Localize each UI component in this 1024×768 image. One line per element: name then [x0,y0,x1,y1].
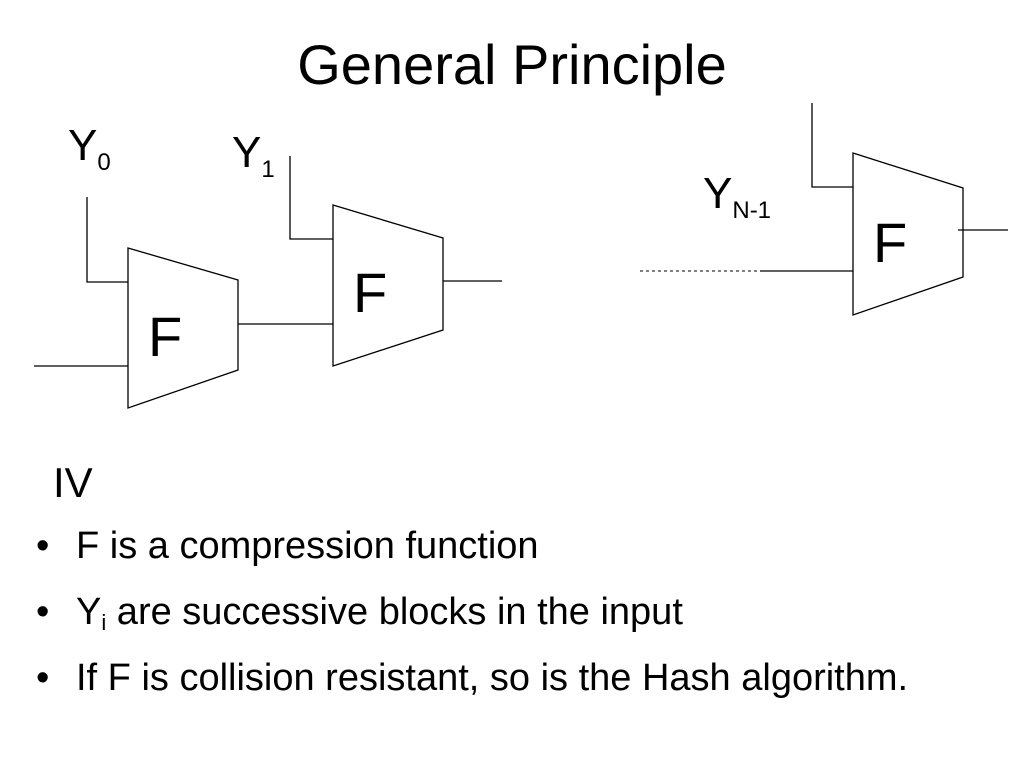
bullet-marker: • [36,525,50,567]
y0-label: Y0 [68,121,111,176]
bullet-text-prefix: Y [76,591,102,633]
bullet-marker: • [36,591,50,633]
bullet-list: • F is a compression function • Yi are s… [36,524,996,722]
compression-function-block-2 [332,204,444,367]
compression-function-block-1 [127,247,239,409]
block-2-label: F [353,261,387,324]
iv-label: IV [53,459,93,506]
bullet-marker: • [36,657,50,699]
block-1-label: F [148,305,182,368]
slide-title: General Principle [297,33,727,96]
yn-1-input-wire [811,103,853,188]
y1-input-wire [289,156,333,240]
bullet-text: F is a compression function [76,525,539,567]
bullet-text: are successive blocks in the input [106,591,683,633]
bullet-item-blocks: • Yi are successive blocks in the input [36,590,996,634]
bullet-item-compression: • F is a compression function [36,524,996,568]
bullet-subscript: i [101,610,107,635]
bullet-item-collision: • If F is collision resistant, so is the… [36,656,996,700]
y1-label: Y1 [232,128,275,183]
y0-input-wire [86,197,128,283]
yn-1-label: YN-1 [703,169,771,224]
bullet-text: If F is collision resistant, so is the H… [76,657,909,699]
compression-function-block-n [852,152,964,316]
block-n-label: F [873,211,907,274]
